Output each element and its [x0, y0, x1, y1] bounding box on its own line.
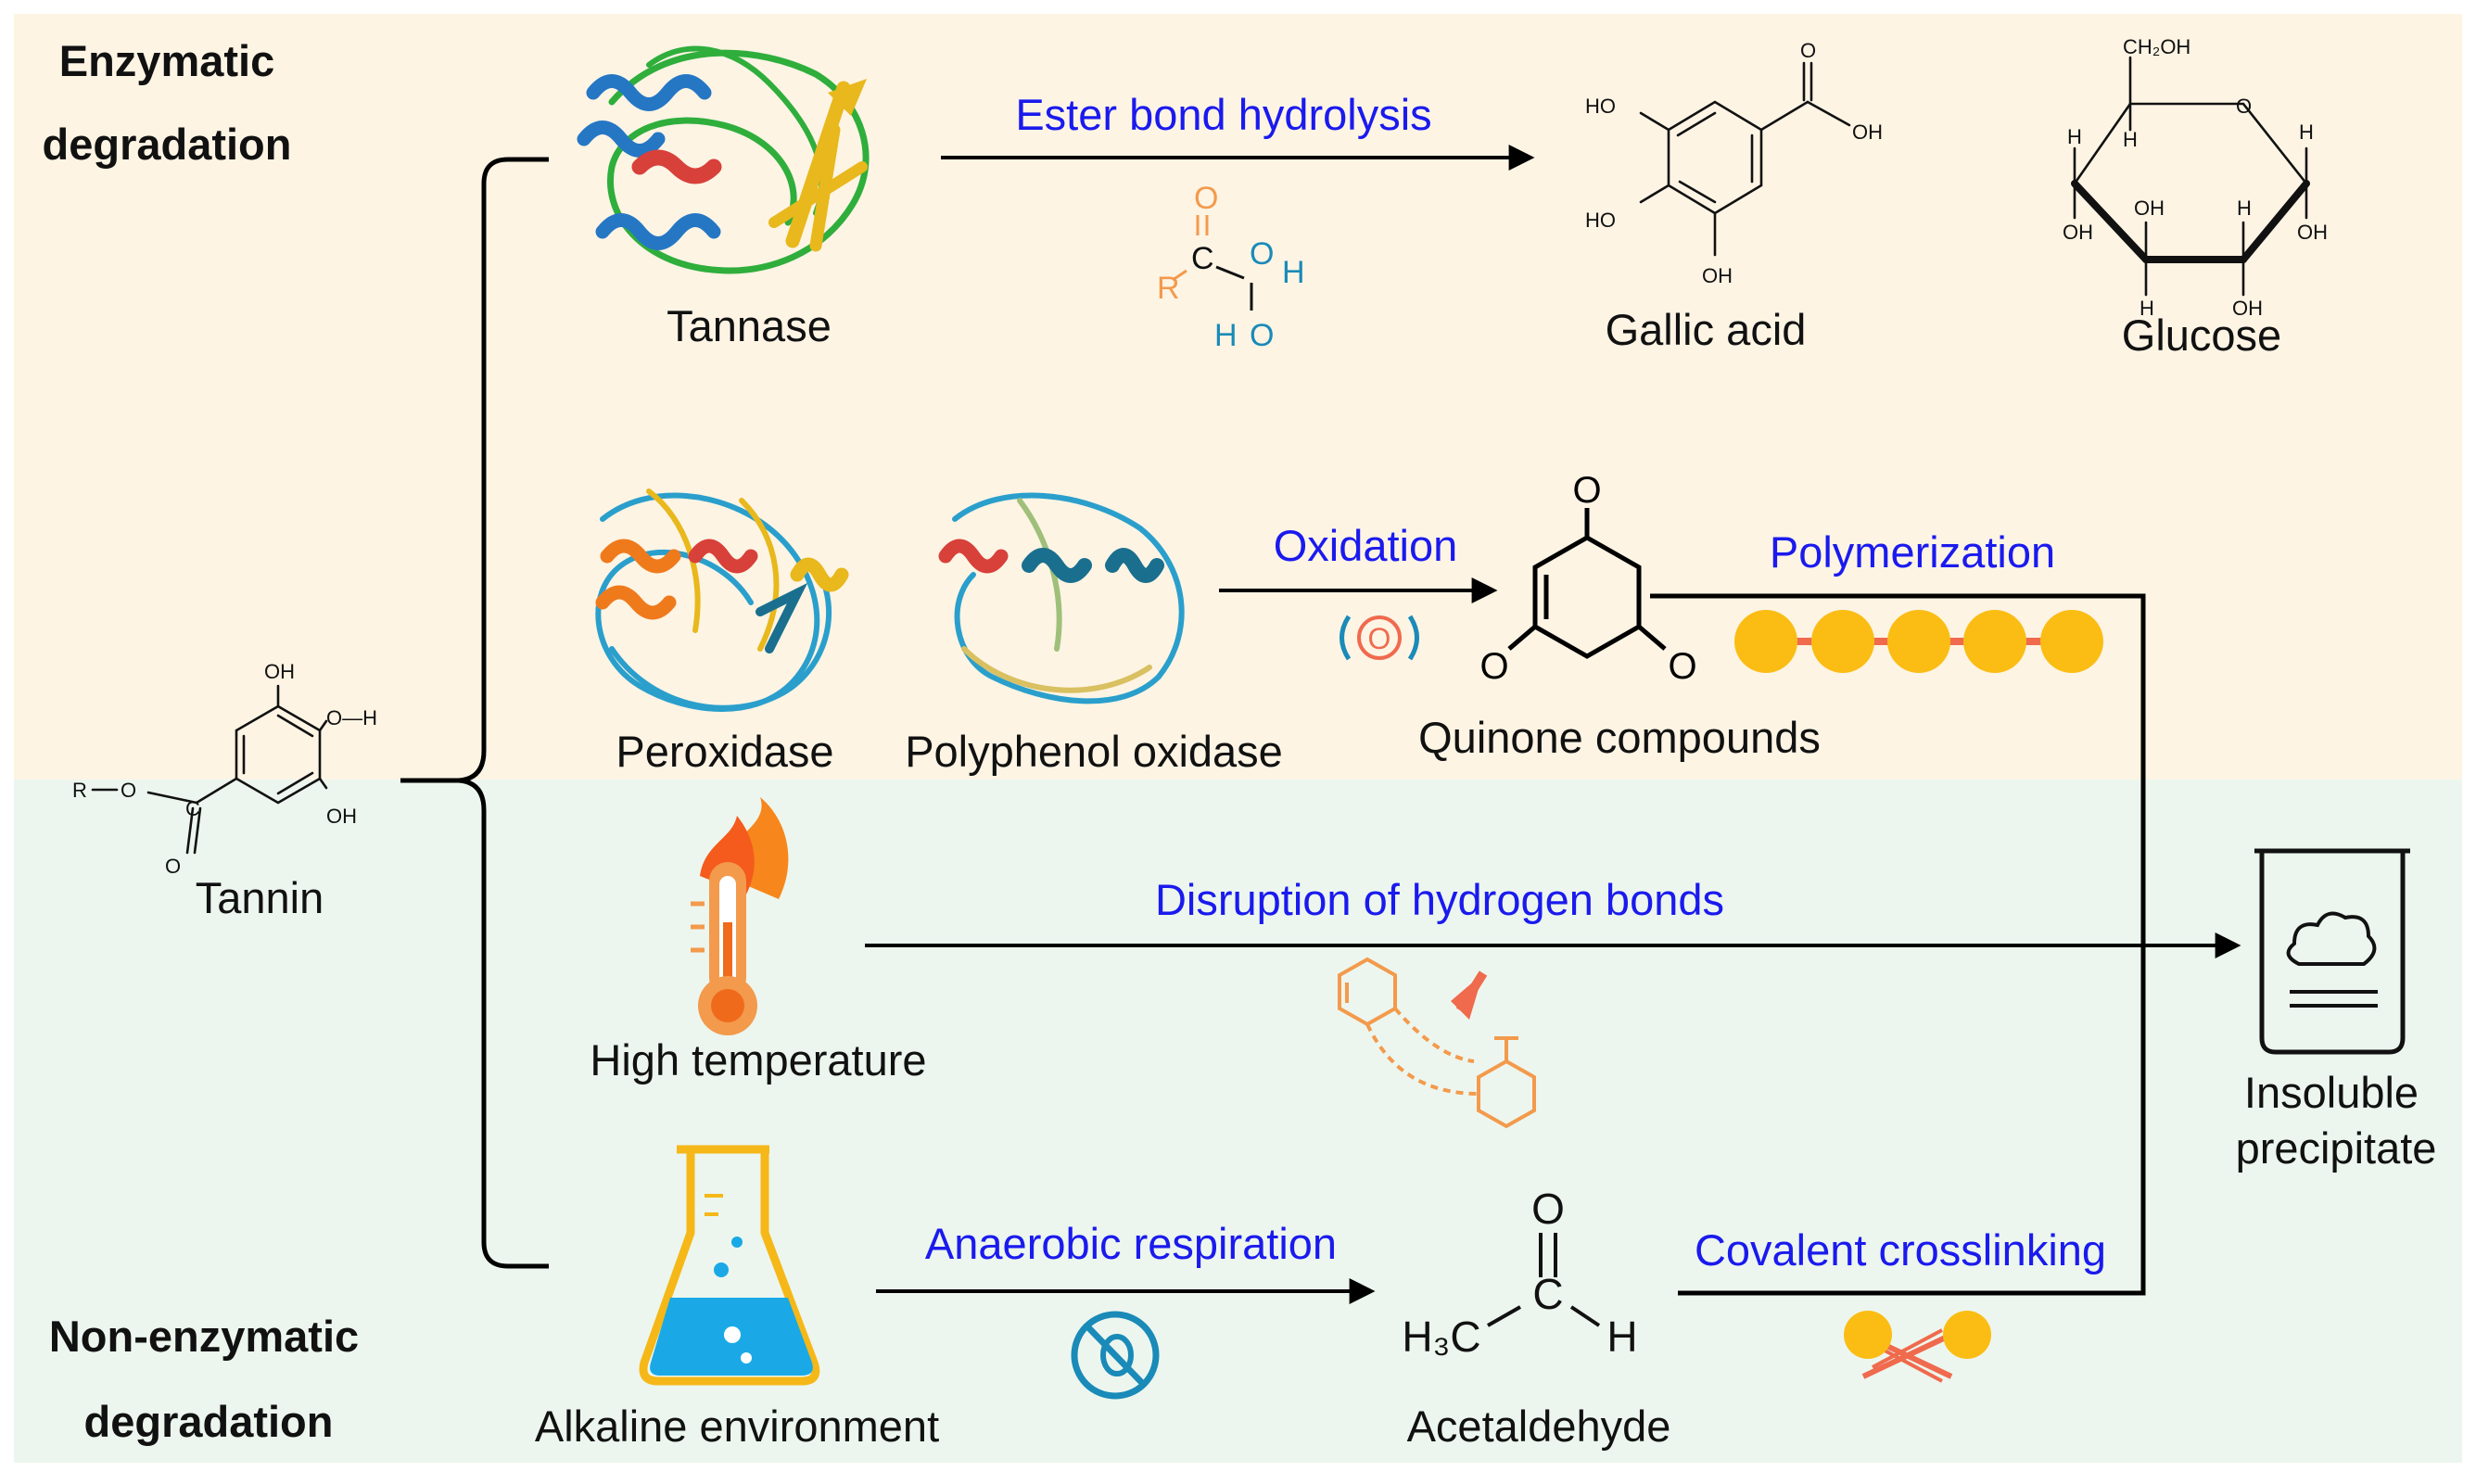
svg-text:OH: OH	[1702, 264, 1733, 287]
tannin-oh-bottom: OH	[326, 805, 357, 828]
tannin-oh-top: OH	[264, 660, 295, 683]
quinone-label: Quinone compounds	[1418, 713, 1821, 762]
tannin-o-carbonyl: O	[165, 855, 181, 878]
flask-alkaline-icon	[639, 1145, 820, 1386]
ester-hydrolysis-label: Ester bond hydrolysis	[1015, 90, 1431, 139]
oxidation-icon: O	[1340, 615, 1419, 661]
tannin-oh-h: O—H	[326, 706, 377, 729]
svg-text:O: O	[1250, 236, 1274, 272]
tannase-label: Tannase	[667, 301, 832, 350]
tannin-r: R	[72, 779, 87, 802]
nonenzymatic-title-line2: degradation	[84, 1397, 334, 1446]
svg-text:O: O	[1668, 646, 1696, 687]
svg-text:O: O	[1479, 646, 1508, 687]
svg-text:R: R	[1157, 271, 1180, 306]
branch-bracket	[400, 157, 549, 1269]
ppo-label: Polyphenol oxidase	[905, 727, 1283, 776]
enzymatic-title-line2: degradation	[43, 120, 292, 169]
svg-text:H: H	[1606, 1313, 1637, 1361]
svg-text:H: H	[2299, 120, 2314, 144]
high-temp-label: High temperature	[590, 1035, 926, 1084]
svg-text:OH: OH	[2134, 197, 2165, 220]
svg-text:HO: HO	[1585, 209, 1616, 232]
nonenzymatic-region	[14, 780, 2462, 1463]
svg-text:O: O	[1531, 1185, 1565, 1233]
thermometer-flame-icon	[691, 797, 789, 1035]
svg-text:O: O	[1194, 181, 1218, 216]
svg-text:H₃C: H₃C	[1402, 1313, 1480, 1361]
glucose-label: Glucose	[2122, 311, 2281, 360]
tannase-protein-icon	[577, 45, 870, 274]
quinone-structure: O O O	[1479, 470, 1696, 687]
svg-text:OH: OH	[2232, 297, 2263, 320]
gallic-acid-label: Gallic acid	[1606, 305, 1807, 354]
svg-text:H: H	[2140, 297, 2154, 320]
svg-text:C: C	[1532, 1270, 1563, 1318]
svg-text:O: O	[1800, 39, 1816, 62]
svg-text:OH: OH	[2063, 221, 2093, 244]
tannin-label: Tannin	[196, 873, 324, 922]
svg-text:H: H	[2067, 125, 2082, 148]
precipitate-label-line2: precipitate	[2236, 1123, 2437, 1173]
oxidation-label: Oxidation	[1274, 521, 1458, 570]
tannin-structure: OH O—H OH R O C O	[72, 660, 377, 878]
hbond-label: Disruption of hydrogen bonds	[1155, 875, 1724, 924]
svg-text:H: H	[1214, 318, 1238, 353]
svg-text:O: O	[1572, 470, 1601, 511]
alkaline-label: Alkaline environment	[535, 1402, 939, 1451]
tannin-c: C	[185, 797, 200, 820]
enzymatic-title-line1: Enzymatic	[59, 36, 274, 85]
svg-text:OH: OH	[1852, 120, 1883, 144]
acetaldehyde-label: Acetaldehyde	[1407, 1402, 1671, 1451]
gallic-acid-structure: O OH HO HO OH	[1585, 39, 1883, 287]
crosslink-label: Covalent crosslinking	[1695, 1225, 2106, 1275]
beaker-precipitate-icon	[2254, 848, 2410, 1055]
svg-text:CH₂OH: CH₂OH	[2123, 35, 2190, 58]
svg-text:H: H	[2123, 128, 2138, 151]
hbond-disruption-icon	[1338, 957, 1536, 1129]
anaerobic-label: Anaerobic respiration	[925, 1219, 1337, 1268]
svg-text:H: H	[2237, 197, 2252, 220]
polymer-chain-icon	[1734, 610, 2103, 673]
acetaldehyde-structure: O C H₃C H	[1402, 1185, 1637, 1361]
svg-text:O: O	[1250, 318, 1274, 353]
svg-text:O: O	[1368, 622, 1391, 655]
nonenzymatic-title-line1: Non-enzymatic	[49, 1312, 359, 1361]
precipitate-label-line1: Insoluble	[2244, 1068, 2419, 1117]
peroxidase-protein-icon	[595, 488, 849, 712]
ppo-protein-icon	[938, 492, 1185, 704]
tannin-o-ester: O	[121, 779, 136, 802]
svg-text:O: O	[2236, 95, 2252, 118]
glucose-structure: CH₂OH O H H OH OH H H OH H OH	[2063, 35, 2328, 320]
peroxidase-label: Peroxidase	[616, 727, 833, 776]
ester-fragment-icon: O C R O H H O	[1157, 181, 1305, 353]
svg-text:OH: OH	[2297, 221, 2328, 244]
svg-text:H: H	[1282, 255, 1305, 290]
crosslink-icon	[1844, 1311, 1991, 1383]
polymerization-label: Polymerization	[1770, 527, 2055, 577]
svg-text:C: C	[1191, 241, 1214, 276]
svg-text:HO: HO	[1585, 95, 1616, 118]
no-oxygen-icon	[1071, 1311, 1160, 1400]
